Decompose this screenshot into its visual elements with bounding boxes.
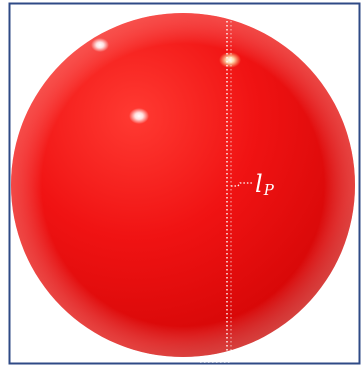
highlight-top-left bbox=[91, 38, 109, 52]
highlight-top-right bbox=[219, 52, 241, 68]
length-label-symbol: l bbox=[255, 170, 263, 198]
length-label-subscript: P bbox=[263, 181, 274, 199]
label-leader-line bbox=[231, 182, 252, 187]
highlight-center bbox=[129, 108, 149, 124]
sphere-rim-light bbox=[11, 13, 355, 357]
frame-border bbox=[8, 2, 361, 365]
length-label: lP bbox=[255, 170, 274, 199]
